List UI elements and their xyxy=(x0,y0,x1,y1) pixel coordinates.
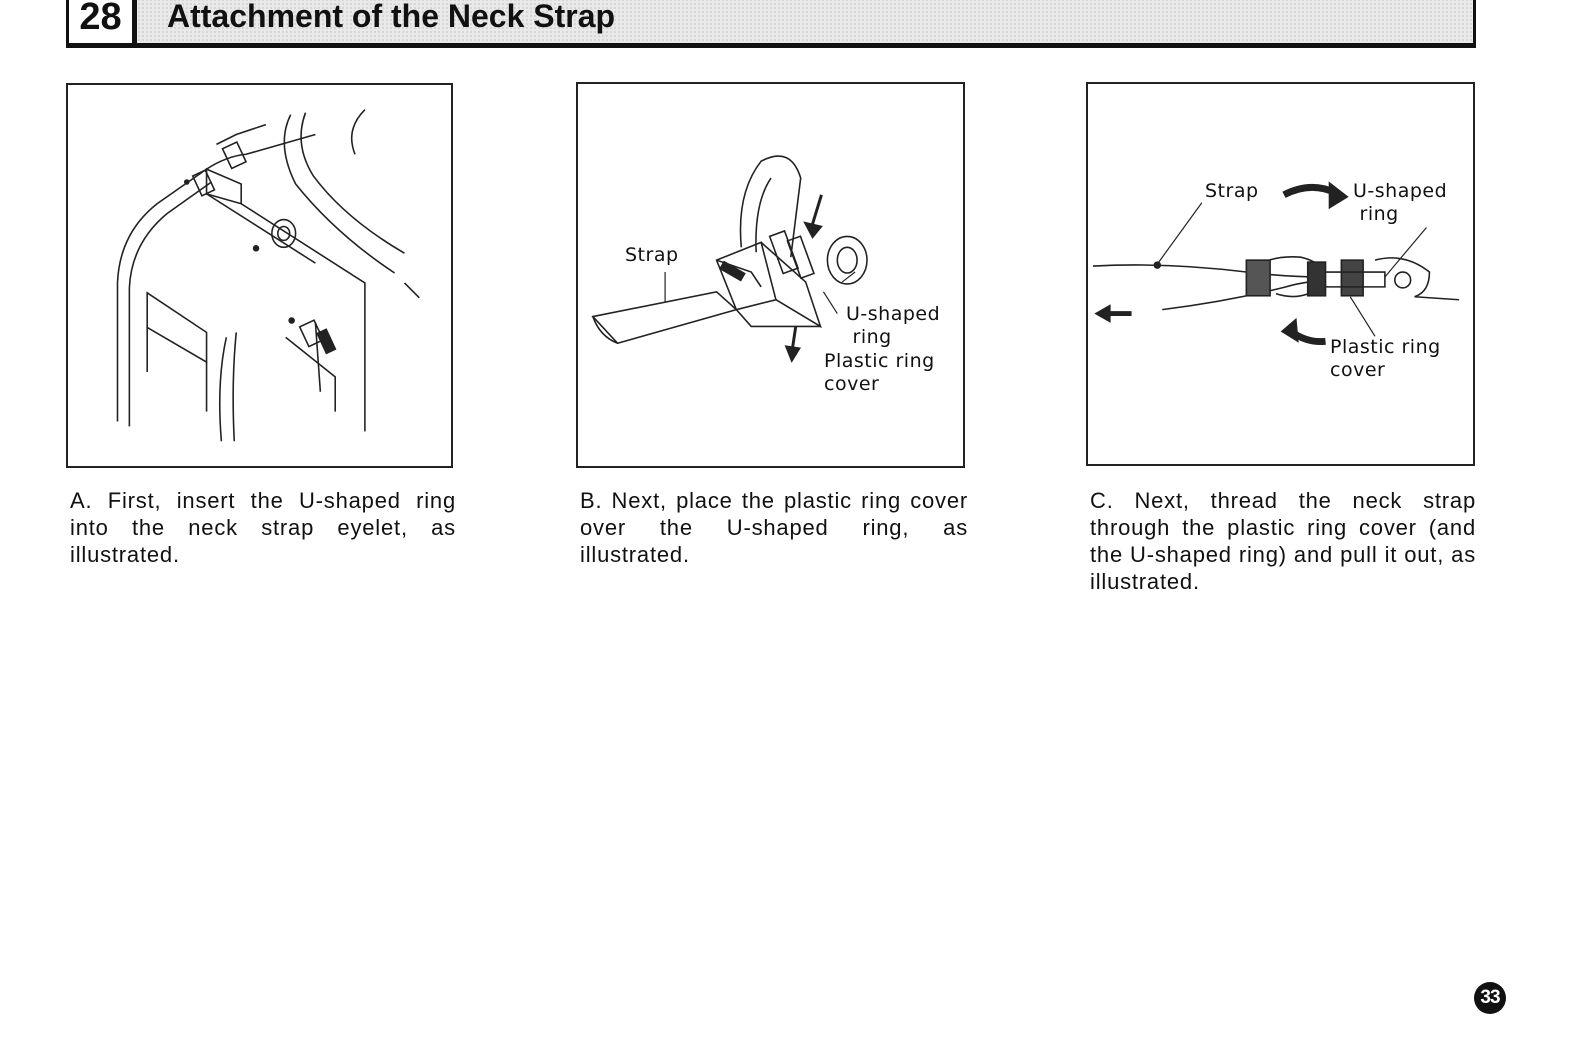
figure-c-thread-strap: Strap U-shaped ring Plastic ring cover xyxy=(1086,82,1475,466)
ring-cover-illustration xyxy=(591,155,868,363)
caption-c: C. Next, thread the neck strap through t… xyxy=(1090,488,1476,594)
section-number: 28 xyxy=(69,0,137,43)
label-strap: Strap xyxy=(625,244,679,266)
figure-a-camera-eyelet xyxy=(66,83,453,468)
figure-b-ring-cover: Strap U-shaped ring Plastic ring cover xyxy=(576,82,965,468)
section-title: Attachment of the Neck Strap xyxy=(167,0,616,34)
thread-strap-illustration xyxy=(1092,181,1460,346)
page-number: 33 xyxy=(1474,982,1506,1014)
label-u-shaped-ring: U-shaped ring xyxy=(1353,180,1448,225)
camera-body-illustration xyxy=(116,109,420,442)
label-plastic-ring-cover: Plastic ring cover xyxy=(824,350,935,395)
label-u-shaped-ring: U-shaped ring xyxy=(846,303,941,348)
caption-b: B. Next, place the plastic ring cover ov… xyxy=(580,488,968,567)
section-header: 28 Attachment of the Neck Strap xyxy=(66,0,1476,48)
label-plastic-ring-cover: Plastic ring cover xyxy=(1330,336,1441,381)
caption-a: A. First, insert the U-shaped ring into … xyxy=(70,488,456,567)
label-strap: Strap xyxy=(1205,180,1259,202)
